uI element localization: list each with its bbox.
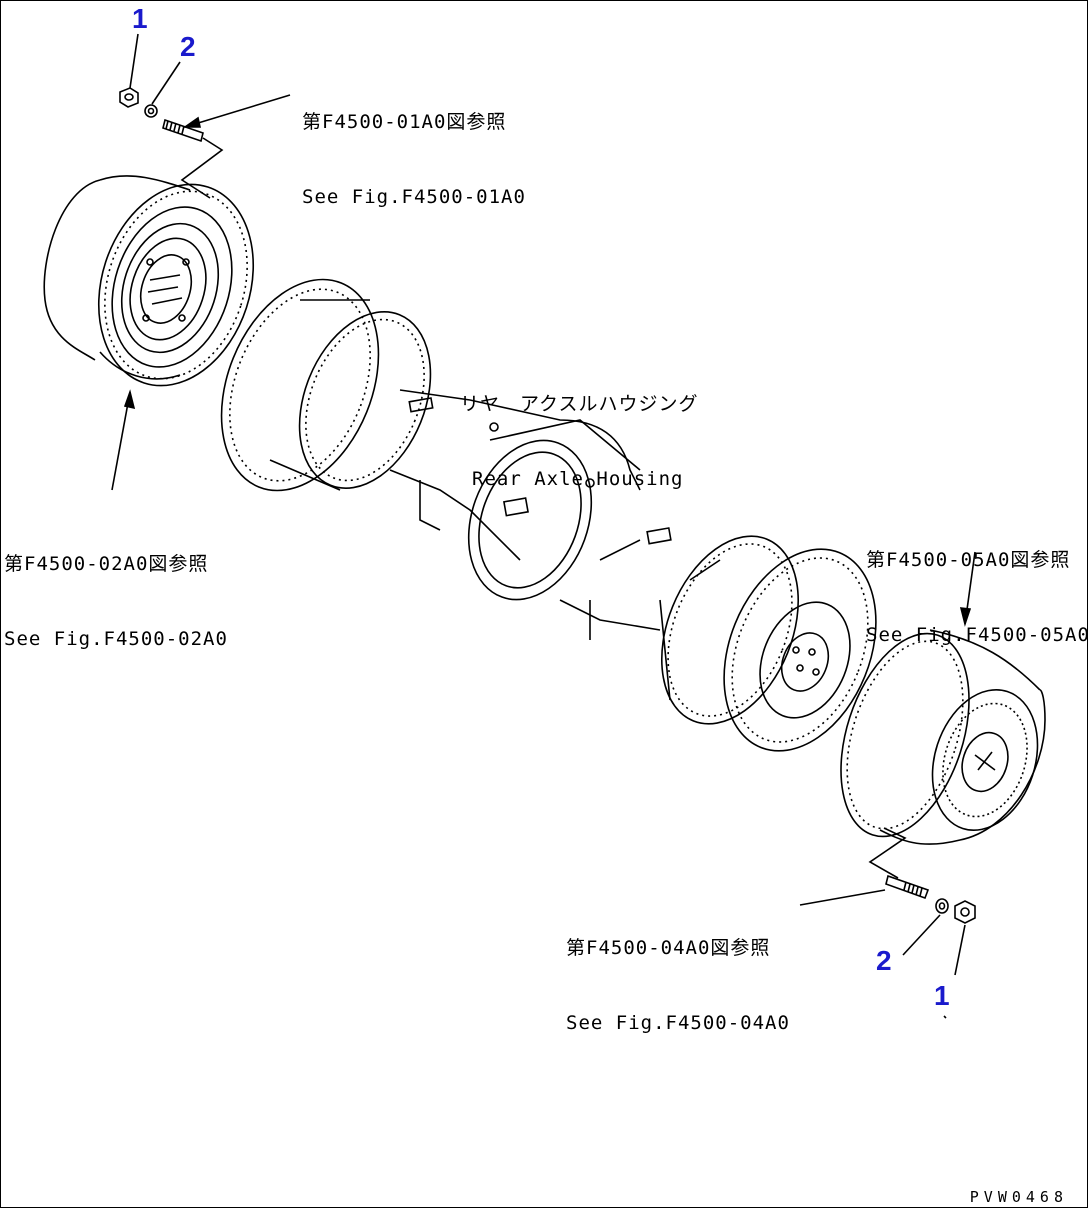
top-stud (162, 118, 204, 143)
drawing-code: PVW0468 (969, 1188, 1068, 1206)
bottom-stud (885, 874, 930, 900)
housing-label-en: Rear Axle Housing (472, 468, 684, 490)
bottom-stud-leader (868, 827, 907, 879)
ref-f05-arrow (959, 551, 976, 627)
top-nut (119, 87, 139, 108)
ref-f01-en: See Fig.F4500-01A0 (302, 186, 526, 208)
callout-1-bottom: 1 (934, 980, 950, 1011)
callout-2-bottom-leader (902, 914, 941, 956)
right-hub-assembly (840, 629, 1046, 845)
ref-f04: 第F4500-04A0図参照 See Fig.F4500-04A0 (566, 886, 790, 1061)
housing-label-jp: リヤ アクスルハウジング (460, 393, 699, 415)
ref-f01-arrow (182, 94, 291, 128)
ref-f05-jp: 第F4500-05A0図参照 (866, 549, 1071, 571)
callout-2-bottom: 2 (876, 945, 892, 976)
ref-f04-en: See Fig.F4500-04A0 (566, 1012, 790, 1034)
ref-f02: 第F4500-02A0図参照 See Fig.F4500-02A0 (4, 502, 228, 677)
callout-1-top: 1 (132, 3, 148, 34)
bottom-nut (954, 900, 976, 924)
ref-f02-arrow (111, 389, 136, 491)
callout-1-bottom-leader (954, 924, 966, 976)
ref-f05: 第F4500-05A0図参照 See Fig.F4500-05A0 (866, 498, 1090, 673)
callout-2-top: 2 (180, 31, 196, 62)
top-washer (144, 104, 158, 118)
housing-label: リヤ アクスルハウジング Rear Axle Housing (460, 342, 698, 517)
ref-f01: 第F4500-01A0図参照 See Fig.F4500-01A0 (302, 60, 526, 235)
ref-f05-en: See Fig.F4500-05A0 (866, 624, 1090, 646)
bottom-washer (935, 898, 949, 914)
callout-2-top-leader (151, 61, 181, 105)
ref-f02-jp: 第F4500-02A0図参照 (4, 553, 209, 575)
ref-f02-en: See Fig.F4500-02A0 (4, 628, 228, 650)
top-stud-leader (180, 137, 224, 199)
axle-housing (220, 278, 877, 752)
callout-1-top-leader (129, 33, 139, 89)
left-hub-assembly (43, 175, 255, 387)
small-tick-mark (943, 1015, 947, 1019)
ref-f04-leader (799, 889, 886, 906)
ref-f01-jp: 第F4500-01A0図参照 (302, 111, 507, 133)
ref-f04-jp: 第F4500-04A0図参照 (566, 937, 771, 959)
